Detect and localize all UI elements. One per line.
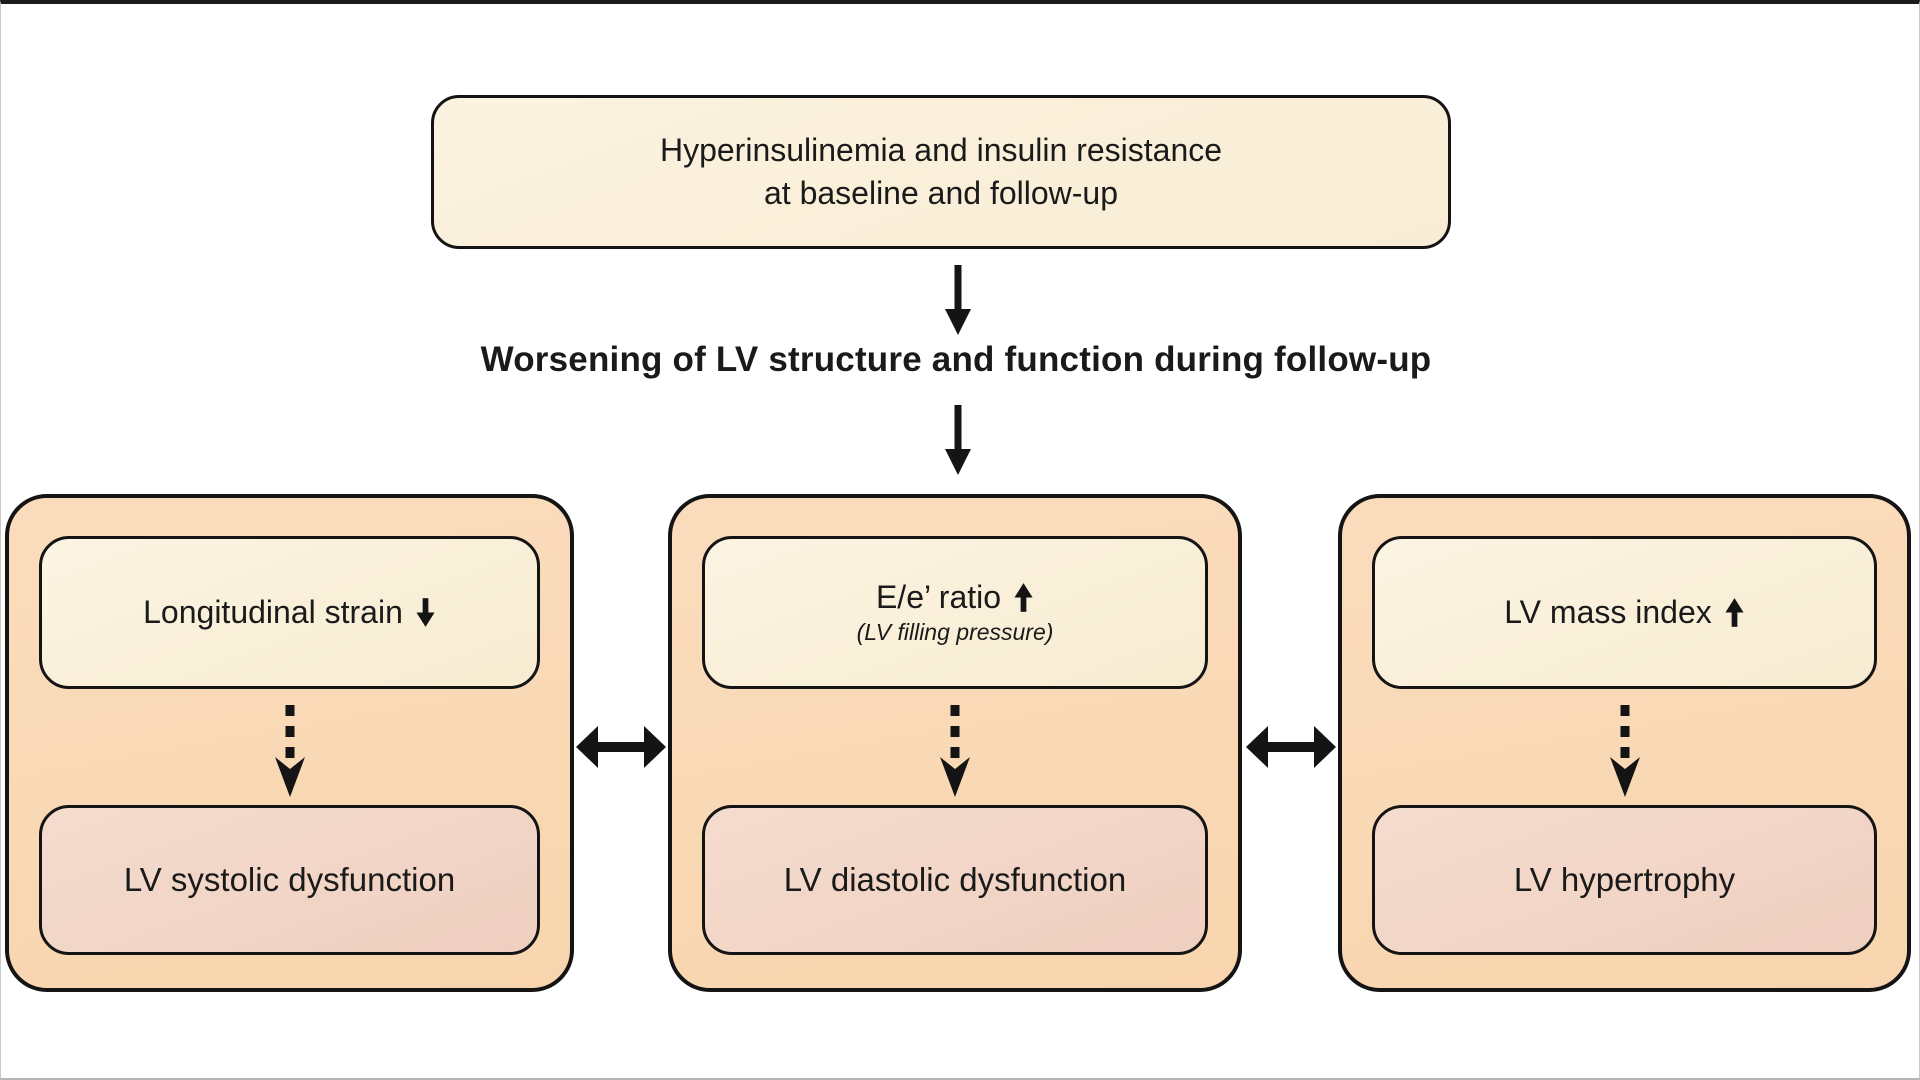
top-box-line2: at baseline and follow-up: [763, 175, 1118, 211]
down-arrow-icon: [945, 265, 971, 335]
indicator-box-longitudinal-strain: Longitudinal strain: [39, 536, 540, 689]
top-box-line1: Hyperinsulinemia and insulin resistance: [659, 132, 1223, 168]
outcome-label: LV hypertrophy: [1513, 861, 1736, 898]
up-arrow-icon: [1725, 598, 1744, 627]
outcome-box-hypertrophy: LV hypertrophy: [1372, 805, 1877, 955]
worsening-heading: Worsening of LV structure and function d…: [480, 340, 1432, 379]
indicator-label: LV mass index: [1504, 594, 1712, 630]
panel-systolic: Longitudinal strain LV systolic dysfunct…: [5, 494, 574, 992]
dashed-down-arrow-icon: [274, 705, 305, 797]
left-right-double-arrow-icon: [1246, 726, 1336, 768]
outcome-box-diastolic: LV diastolic dysfunction: [702, 805, 1208, 955]
panel-hypertrophy: LV mass index LV hypertrophy: [1338, 494, 1911, 992]
panel-diastolic: E/e’ ratio (LV filling pressure) LV dias…: [668, 494, 1242, 992]
down-arrow-icon: [945, 405, 971, 475]
outcome-label: LV systolic dysfunction: [123, 861, 456, 898]
up-arrow-icon: [1014, 583, 1033, 612]
indicator-box-ee-ratio: E/e’ ratio (LV filling pressure): [702, 536, 1208, 689]
dashed-down-arrow-icon: [940, 705, 970, 797]
dashed-down-arrow-icon: [1609, 705, 1640, 797]
outcome-label: LV diastolic dysfunction: [783, 861, 1127, 898]
outcome-box-systolic: LV systolic dysfunction: [39, 805, 540, 955]
left-right-double-arrow-icon: [576, 726, 666, 768]
indicator-box-lv-mass-index: LV mass index: [1372, 536, 1877, 689]
down-arrow-icon: [416, 598, 435, 627]
indicator-note: (LV filling pressure): [856, 619, 1054, 645]
hyperinsulinemia-box: Hyperinsulinemia and insulin resistance …: [431, 95, 1451, 249]
indicator-label: Longitudinal strain: [143, 594, 403, 630]
indicator-label: E/e’ ratio: [875, 579, 1002, 615]
